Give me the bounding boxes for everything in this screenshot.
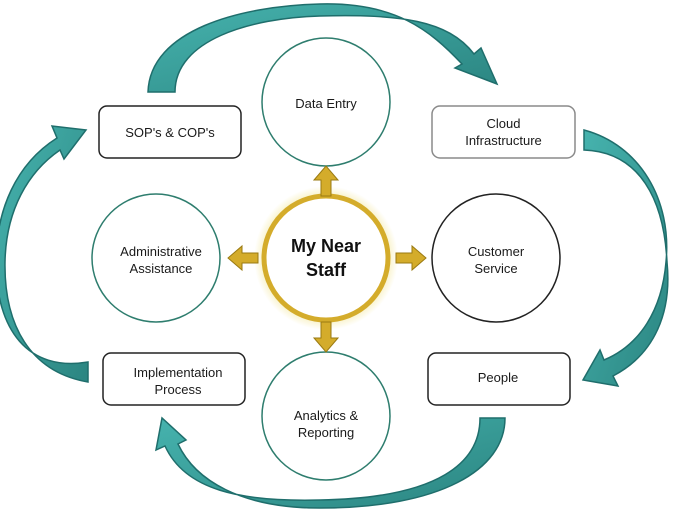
data-entry-label: Data Entry — [295, 95, 357, 111]
cloud-infrastructure-label: Cloud Infrastructure — [465, 116, 542, 148]
box-sops-cops — [98, 105, 242, 159]
sops-cops-label: SOP's & COP's — [125, 124, 215, 140]
customer-service-label: Customer Service — [467, 244, 525, 276]
box-implementation-process — [102, 352, 246, 406]
center-label: My Near Staff — [290, 236, 362, 280]
box-people — [427, 352, 571, 406]
gold-arrow-left-icon — [227, 244, 259, 272]
circle-administrative-assistance — [91, 193, 221, 323]
curved-arrow-right — [581, 129, 669, 387]
analytics-reporting-label: Analytics & Reporting — [293, 408, 359, 440]
gold-arrow-down-icon — [312, 321, 340, 353]
circle-customer-service — [431, 193, 561, 323]
curved-arrow-top — [147, 3, 499, 93]
curved-arrow-bottom — [154, 416, 506, 509]
administrative-assistance-label: Administrative Assistance — [120, 244, 202, 276]
box-cloud-infrastructure — [431, 105, 576, 159]
curved-arrow-left — [0, 125, 89, 383]
implementation-process-label: Implementation Process — [133, 365, 223, 397]
gold-arrow-right-icon — [395, 244, 427, 272]
gold-arrow-up-icon — [312, 165, 340, 197]
people-label: People — [477, 369, 519, 385]
